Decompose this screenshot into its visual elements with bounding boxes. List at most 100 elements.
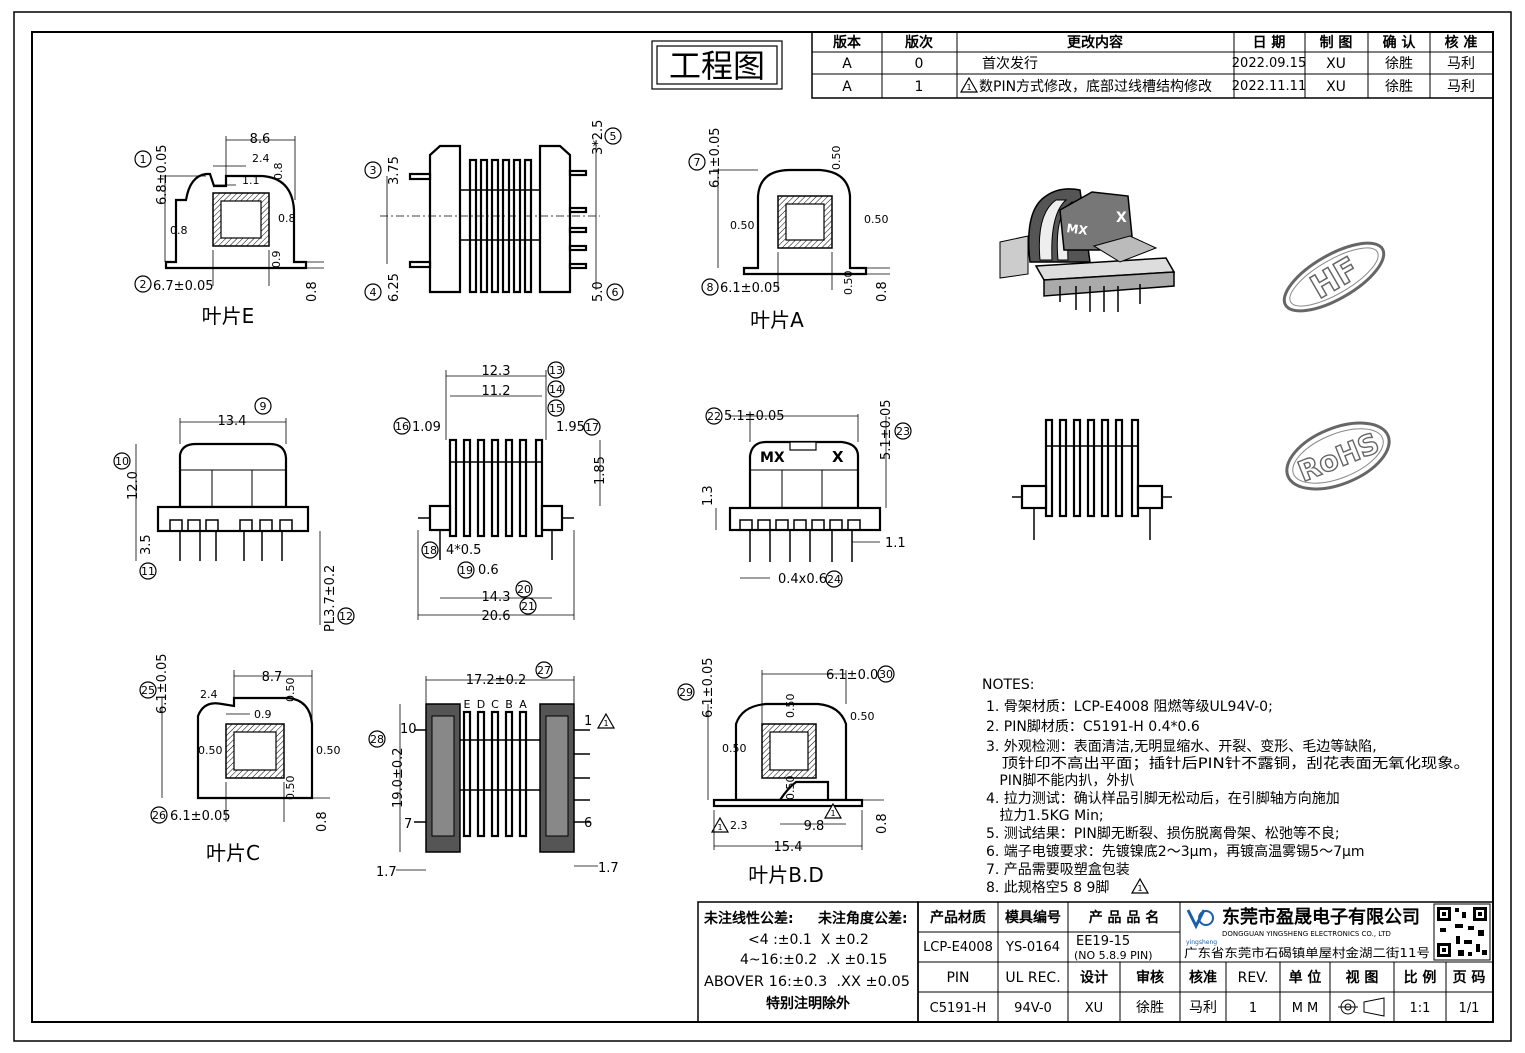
revision-triangle-icon: 1 xyxy=(824,803,842,819)
tol-row-1: <4 :±0.1 X ±0.2 xyxy=(748,932,869,948)
svg-text:9: 9 xyxy=(260,400,267,413)
svg-text:14: 14 xyxy=(549,383,563,396)
rev-row2-version: A xyxy=(842,79,852,95)
notes-section: NOTES: 1. 骨架材质：LCP-E4008 阻燃等级UL94V-0; 2.… xyxy=(982,677,1470,896)
note-6: 6. 端子电镀要求：先镀镍底2～3μm，再镀高温雾锡5～7μm xyxy=(986,843,1365,860)
dim-e-bottom: 0.8 xyxy=(305,281,320,302)
revision-triangle-icon: 1 xyxy=(711,817,729,833)
dim-side-11-2: 11.2 xyxy=(482,384,511,399)
dim-c-0-50-right: 0.50 xyxy=(316,744,341,757)
svg-text:11: 11 xyxy=(141,565,155,578)
rev-row2-content: 数PIN方式修改，底部过线槽结构修改 xyxy=(979,79,1212,95)
dim-bd-0-50-c: 0.50 xyxy=(722,742,747,755)
note-4a: 4. 拉力测试：确认样品引脚无松动后，在引脚轴方向施加 xyxy=(986,791,1340,807)
rev-header-drawn: 制 图 xyxy=(1320,34,1353,51)
tb-review: 徐胜 xyxy=(1136,1000,1164,1016)
dim-a-height: 6.1±0.05 xyxy=(708,127,723,188)
dim-front-width: 13.4 xyxy=(218,414,247,429)
dim-bd-0-50-a: 0.50 xyxy=(784,694,797,719)
drawing-title: 工程图 xyxy=(669,47,765,85)
dim-front-height: 12.0 xyxy=(126,471,141,500)
dim-front-pl: PL3.7±0.2 xyxy=(323,565,338,632)
svg-text:26: 26 xyxy=(152,809,166,822)
rev-row1-approve: 马利 xyxy=(1447,56,1475,72)
pin-letter-d: D xyxy=(477,698,485,711)
dim-bd-width: 6.1±0.05 xyxy=(826,668,887,683)
tb-h-name: 产 品 品 名 xyxy=(1089,909,1160,926)
note-5: 5. 测试结果：PIN脚无断裂、损伤脱离骨架、松弛等不良; xyxy=(986,825,1340,842)
title-block: 产品材质 模具编号 产 品 品 名 LCP-E4008 YS-0164 EE19… xyxy=(917,901,1494,1023)
tb-h-pin: PIN xyxy=(946,970,969,986)
rev-row2-confirm: 徐胜 xyxy=(1385,79,1413,95)
tb-h-material: 产品材质 xyxy=(930,909,986,926)
dim-e-height: 6.8±0.05 xyxy=(155,144,170,205)
svg-text:5: 5 xyxy=(610,130,617,143)
svg-text:1: 1 xyxy=(140,153,147,166)
tb-ul: 94V-0 xyxy=(1014,1001,1052,1016)
svg-text:24: 24 xyxy=(827,573,841,586)
dim-back-left: 1.3 xyxy=(701,485,716,506)
svg-text:30: 30 xyxy=(879,668,893,681)
dim-bd-2-3: 2.3 xyxy=(730,819,748,832)
view-front: 13.4 9 12.0 10 3.5 11 PL3.7±0.2 12 xyxy=(113,397,355,632)
rev-row1-version: A xyxy=(842,56,852,72)
dim-c-0-50-bottom: 0.50 xyxy=(284,776,297,801)
back-mark-mx: MX xyxy=(760,450,785,466)
dim-c-8-7: 8.7 xyxy=(262,670,283,685)
view-flange-bd: 6.1±0.05 30 6.1±0.05 29 0.50 0.50 0.50 0… xyxy=(677,657,895,887)
company-logo-text: yingsheng xyxy=(1186,939,1217,946)
dim-bd-9-8: 9.8 xyxy=(804,819,825,834)
tb-h-rev: REV. xyxy=(1238,970,1269,986)
svg-text:20: 20 xyxy=(517,583,531,596)
dim-c-2-4: 2.4 xyxy=(200,688,218,701)
dim-e-width: 6.7±0.05 xyxy=(153,279,214,294)
tb-h-design: 设计 xyxy=(1080,969,1108,986)
rev-row1-revision: 0 xyxy=(915,56,924,72)
dim-bd-0-50-b: 0.50 xyxy=(850,710,875,723)
note-2: 2. PIN脚材质：C5191-H 0.4*0.6 xyxy=(986,719,1200,735)
dim-a-0-50-top: 0.50 xyxy=(830,146,843,171)
dim-c-0-9: 0.9 xyxy=(254,708,272,721)
rev-row2-date: 2022.11.11 xyxy=(1232,79,1306,94)
svg-text:1: 1 xyxy=(603,719,608,728)
tb-design: XU xyxy=(1085,1001,1103,1016)
view-flange-a: 6.1±0.05 7 0.50 0.50 0.50 0.50 8 6.1±0.0… xyxy=(688,127,890,332)
dim-a-0-50-left: 0.50 xyxy=(730,219,755,232)
note-7: 7. 产品需要吸塑盒包装 xyxy=(986,861,1130,878)
pin-label-6: 6 xyxy=(584,816,592,831)
rev-header-confirm: 确 认 xyxy=(1383,34,1417,51)
notes-heading: NOTES: xyxy=(982,677,1035,693)
view-side-mini xyxy=(1012,418,1172,540)
note-1: 1. 骨架材质：LCP-E4008 阻燃等级UL94V-0; xyxy=(986,698,1273,715)
svg-text:1: 1 xyxy=(1137,884,1142,893)
tb-h-ul: UL REC. xyxy=(1005,970,1060,986)
svg-text:13: 13 xyxy=(549,364,563,377)
note-4b: 拉力1.5KG Min; xyxy=(986,808,1104,824)
hf-logo: HF xyxy=(1282,241,1386,313)
tol-row-2: 4~16:±0.2 .X ±0.15 xyxy=(740,952,887,968)
tb-name1: EE19-15 xyxy=(1076,934,1130,949)
dim-side-14-3: 14.3 xyxy=(482,590,511,605)
tb-h-approve: 核准 xyxy=(1189,969,1217,986)
dim-side-3-75: 3.75 xyxy=(387,156,402,185)
svg-text:8: 8 xyxy=(707,281,714,294)
dim-e-1-1: 1.1 xyxy=(242,174,260,187)
tb-pin: C5191-H xyxy=(930,1001,987,1016)
rev-header-revision: 版次 xyxy=(905,34,933,51)
note-3a: 3. 外观检测：表面清洁,无明显缩水、开裂、变形、毛边等缺陷, xyxy=(986,738,1377,755)
view-flange-c: 8.7 2.4 0.9 0.50 0.50 0.50 0.50 6.1±0.05… xyxy=(139,653,341,865)
pin-letter-e: E xyxy=(464,698,471,711)
tb-unit: M M xyxy=(1292,1001,1319,1016)
dim-c-width: 6.1±0.05 xyxy=(170,809,231,824)
pin-label-7: 7 xyxy=(404,817,412,832)
pin-label-10: 10 xyxy=(400,722,417,737)
tol-row-3: ABOVER 16:±0.3 .XX ±0.05 xyxy=(704,974,910,990)
revision-table: 版本 版次 更改内容 日 期 制 图 确 认 核 准 A 0 首次发行 2022… xyxy=(811,31,1494,99)
svg-text:22: 22 xyxy=(707,410,721,423)
tb-h-mold: 模具编号 xyxy=(1005,909,1061,926)
rev-header-date: 日 期 xyxy=(1253,35,1286,51)
dim-side-6-25: 6.25 xyxy=(387,273,402,302)
tol-footer: 特别注明除外 xyxy=(766,995,850,1012)
svg-text:21: 21 xyxy=(521,600,535,613)
